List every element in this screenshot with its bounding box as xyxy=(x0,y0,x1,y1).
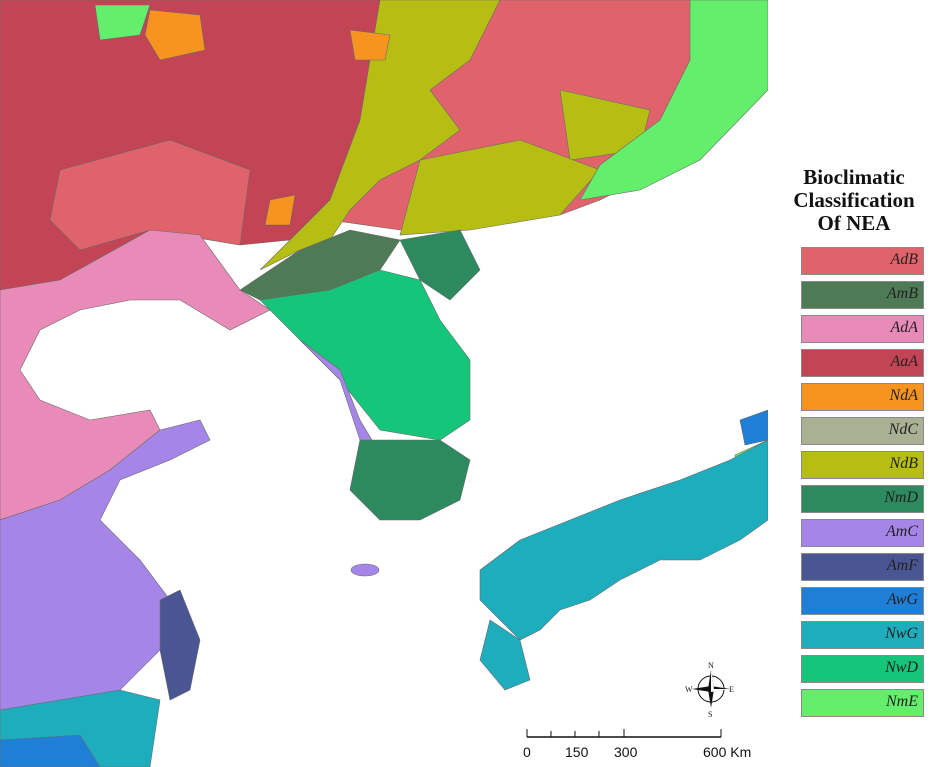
legend-item-ada: AdA xyxy=(770,315,938,349)
legend-swatch xyxy=(801,349,924,377)
legend-title: Bioclimatic Classification Of NEA xyxy=(770,166,938,235)
legend-swatch xyxy=(801,383,924,411)
compass-rose-icon: N S E W xyxy=(685,661,734,718)
region-nda-1 xyxy=(144,9,206,61)
legend-item-ndc: NdC xyxy=(770,417,938,451)
scale-tick-0: 0 xyxy=(523,744,531,760)
region-nmd-korea-south xyxy=(349,439,471,521)
legend-label: AmB xyxy=(886,285,918,302)
legend-label: AmC xyxy=(886,523,918,540)
legend-item-amc: AmC xyxy=(770,519,938,553)
scale-tick-300: 300 xyxy=(614,744,638,760)
legend-swatch xyxy=(801,485,924,513)
legend-title-line-2: Classification xyxy=(793,188,915,212)
region-nda-2 xyxy=(349,29,391,61)
legend-item-adb: AdB xyxy=(770,247,938,281)
region-ndb-band xyxy=(399,139,601,236)
scale-tick-600: 600 Km xyxy=(703,744,751,760)
legend-item-awg: AwG xyxy=(770,587,938,621)
legend-label: NwG xyxy=(885,625,918,642)
legend-label: NmE xyxy=(886,693,918,710)
legend-item-aaa: AaA xyxy=(770,349,938,383)
legend-item-nmd: NmD xyxy=(770,485,938,519)
legend-item-amb: AmB xyxy=(770,281,938,315)
region-nwg-kyushu xyxy=(479,619,531,691)
compass-w: W xyxy=(685,685,693,694)
bioclimatic-map xyxy=(0,0,768,767)
legend-label: NdB xyxy=(889,455,918,472)
scale-bar: 0 150 300 600 Km xyxy=(523,729,751,760)
legend-swatch xyxy=(801,655,924,683)
legend-swatch xyxy=(801,281,924,309)
legend-label: AaA xyxy=(890,353,918,370)
legend-swatch xyxy=(801,587,924,615)
legend-swatch xyxy=(801,315,924,343)
legend-label: AdA xyxy=(890,319,918,336)
region-awg-japan xyxy=(739,409,768,446)
compass-n: N xyxy=(708,661,714,670)
legend-item-nwd: NwD xyxy=(770,655,938,689)
legend-item-nwg: NwG xyxy=(770,621,938,655)
legend-label: AdB xyxy=(890,251,918,268)
region-jeju xyxy=(350,563,380,577)
compass-s: S xyxy=(708,710,712,718)
scale-tick-150: 150 xyxy=(565,744,589,760)
region-nme-ne xyxy=(579,0,768,201)
legend-item-nme: NmE xyxy=(770,689,938,723)
legend-label: NmD xyxy=(884,489,918,506)
region-ndb xyxy=(259,0,501,271)
legend-swatch xyxy=(801,247,924,275)
legend-swatch xyxy=(801,689,924,717)
legend-swatch xyxy=(801,417,924,445)
legend-label: NdA xyxy=(889,387,918,404)
map-legend: Bioclimatic Classification Of NEA AdB AmB… xyxy=(770,166,938,723)
legend-label: AmF xyxy=(886,557,918,574)
legend-title-line-1: Bioclimatic xyxy=(803,165,905,189)
legend-title-line-3: Of NEA xyxy=(817,211,891,235)
legend-label: NwD xyxy=(885,659,918,676)
legend-swatch xyxy=(801,519,924,547)
region-nmd-korea xyxy=(399,229,481,301)
legend-item-amf: AmF xyxy=(770,553,938,587)
legend-label: NdC xyxy=(888,421,918,438)
legend-swatch xyxy=(801,553,924,581)
legend-item-ndb: NdB xyxy=(770,451,938,485)
legend-swatch xyxy=(801,621,924,649)
legend-swatch xyxy=(801,451,924,479)
region-awg-china xyxy=(0,734,101,767)
region-amf xyxy=(159,589,201,701)
legend-item-nda: NdA xyxy=(770,383,938,417)
legend-label: AwG xyxy=(886,591,918,608)
region-nda-3 xyxy=(264,194,296,226)
region-nme-nw xyxy=(94,4,151,41)
legend-rows: AdB AmB AdA AaA NdA NdC NdB NmD AmC AmF AwG NwG NwD N… xyxy=(770,247,938,723)
compass-e: E xyxy=(729,685,734,694)
